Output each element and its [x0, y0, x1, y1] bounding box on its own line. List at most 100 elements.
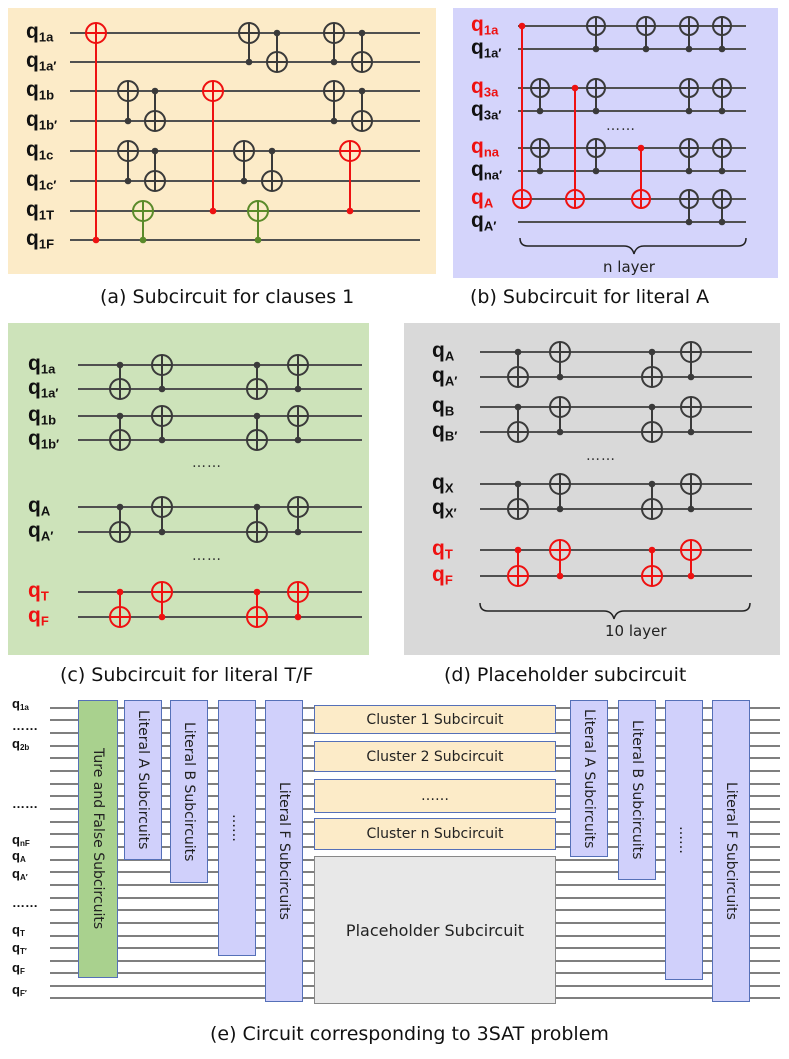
cnot-control-dot — [685, 167, 693, 175]
qubit-label: qF — [28, 604, 49, 629]
qubit-label: q1T — [26, 198, 55, 223]
cnot-control-dot — [718, 218, 726, 226]
cnot-control-dot — [685, 45, 693, 53]
literal-f-subcircuits-box-2: Literal F Subcircuits — [712, 700, 750, 1002]
qubit-label: q1a — [28, 352, 56, 377]
cnot-control-dot — [718, 45, 726, 53]
cnot-control-dot — [685, 218, 693, 226]
qubit-label: q3a′ — [471, 98, 502, 123]
cnot-control-dot — [718, 167, 726, 175]
cnot-control-dot — [139, 236, 147, 244]
qubit-label: q3a — [471, 75, 499, 100]
qubit-label: q1b′ — [28, 427, 60, 452]
caption-e: (e) Circuit corresponding to 3SAT proble… — [210, 1023, 609, 1045]
qubit-label: q1a — [12, 696, 29, 712]
layer-brace — [479, 602, 751, 620]
cnot-control-dot — [637, 144, 645, 152]
cnot-control-dot — [330, 117, 338, 125]
cnot-control-dot — [158, 528, 166, 536]
qubit-label: qA′ — [471, 209, 497, 234]
layer-brace — [519, 237, 747, 255]
cnot-control-dot — [346, 207, 354, 215]
cnot-control-dot — [273, 29, 281, 37]
cnot-control-dot — [253, 503, 261, 511]
true-false-subcircuits-box: Ture and False Subcircuits — [78, 700, 118, 978]
caption-b: (b) Subcircuit for literal A — [470, 286, 710, 308]
qubit-label: q1a — [471, 13, 499, 38]
cnot-control-dot — [124, 117, 132, 125]
qubit-label: q1a′ — [28, 376, 59, 401]
literal-a-subcircuits-box-1: Literal A Subcircuits — [124, 700, 162, 860]
qubit-label: …… — [12, 796, 38, 811]
literal-f-subcircuits-box-1: Literal F Subcircuits — [265, 700, 303, 1002]
qubit-label: qnF — [12, 832, 30, 848]
qubit-label: qna′ — [471, 158, 503, 183]
cnot-control-dot — [358, 29, 366, 37]
qubit-label: qA — [471, 186, 494, 211]
cnot-control-dot — [151, 147, 159, 155]
qubit-label: qB′ — [432, 419, 458, 444]
circuit-drawing — [70, 16, 752, 628]
cnot-control-dot — [556, 572, 564, 580]
cnot-control-dot — [253, 412, 261, 420]
cnot-control-dot — [358, 87, 366, 95]
qubit-label: q1b — [28, 403, 57, 428]
cnot-control-dot — [514, 403, 522, 411]
cnot-control-dot — [648, 480, 656, 488]
literal-a-subcircuits-box-2: Literal A Subcircuits — [570, 700, 608, 857]
qubit-label: q1a′ — [471, 36, 502, 61]
cluster-1-subcircuit-box: Cluster 1 Subcircuit — [314, 705, 556, 734]
qubit-label: q2b — [12, 736, 30, 752]
cnot-control-dot — [687, 428, 695, 436]
ellipsis-box-1: …… — [218, 700, 256, 956]
literal-b-subcircuits-box-2: Literal B Subcircuits — [618, 700, 656, 880]
qubit-label: qF — [12, 960, 25, 976]
qubit-label: q1a — [26, 20, 54, 45]
cnot-control-dot — [294, 528, 302, 536]
cnot-control-dot — [124, 177, 132, 185]
ellipsis-box-2: …… — [665, 700, 703, 980]
cnot-control-dot — [158, 436, 166, 444]
cnot-control-dot — [253, 361, 261, 369]
cnot-control-dot — [245, 58, 253, 66]
qubit-label: qA′ — [432, 364, 458, 389]
caption-d: (d) Placeholder subcircuit — [444, 664, 687, 686]
literal-b-subcircuits-box-1: Literal B Subcircuits — [170, 700, 208, 883]
cnot-control-dot — [209, 207, 217, 215]
cnot-control-dot — [116, 588, 124, 596]
cnot-control-dot — [330, 58, 338, 66]
cnot-control-dot — [648, 348, 656, 356]
cnot-control-dot — [571, 84, 579, 92]
cnot-control-dot — [642, 45, 650, 53]
qubit-label: q1b′ — [26, 108, 58, 133]
cnot-control-dot — [268, 147, 276, 155]
qubit-label: qA — [432, 339, 455, 364]
panel-b-ellipsis: …… — [606, 118, 636, 134]
qubit-label: qT′ — [12, 940, 27, 956]
cnot-control-dot — [116, 412, 124, 420]
cnot-control-dot — [556, 373, 564, 381]
cnot-control-dot — [254, 236, 262, 244]
cnot-control-dot — [151, 87, 159, 95]
panel-c-ellipsis-1: …… — [192, 455, 222, 471]
qubit-label: q1F — [26, 227, 55, 252]
caption-a: (a) Subcircuit for clauses 1 — [100, 286, 355, 308]
cnot-control-dot — [116, 361, 124, 369]
panel-b-background — [453, 8, 778, 278]
panel-d-layer-label: 10 layer — [605, 622, 667, 640]
cnot-control-dot — [536, 107, 544, 115]
cnot-control-dot — [116, 503, 124, 511]
cnot-control-dot — [648, 403, 656, 411]
cnot-control-dot — [514, 480, 522, 488]
qubit-label: qA — [12, 848, 26, 864]
qubit-label: …… — [12, 718, 38, 733]
panel-c-background — [8, 323, 369, 655]
cnot-control-dot — [687, 505, 695, 513]
cnot-control-dot — [687, 572, 695, 580]
qubit-label: qX — [432, 471, 454, 496]
cnot-control-dot — [294, 385, 302, 393]
cnot-control-dot — [294, 436, 302, 444]
cnot-control-dot — [518, 22, 526, 30]
panel-b-layer-label: n layer — [603, 258, 655, 276]
